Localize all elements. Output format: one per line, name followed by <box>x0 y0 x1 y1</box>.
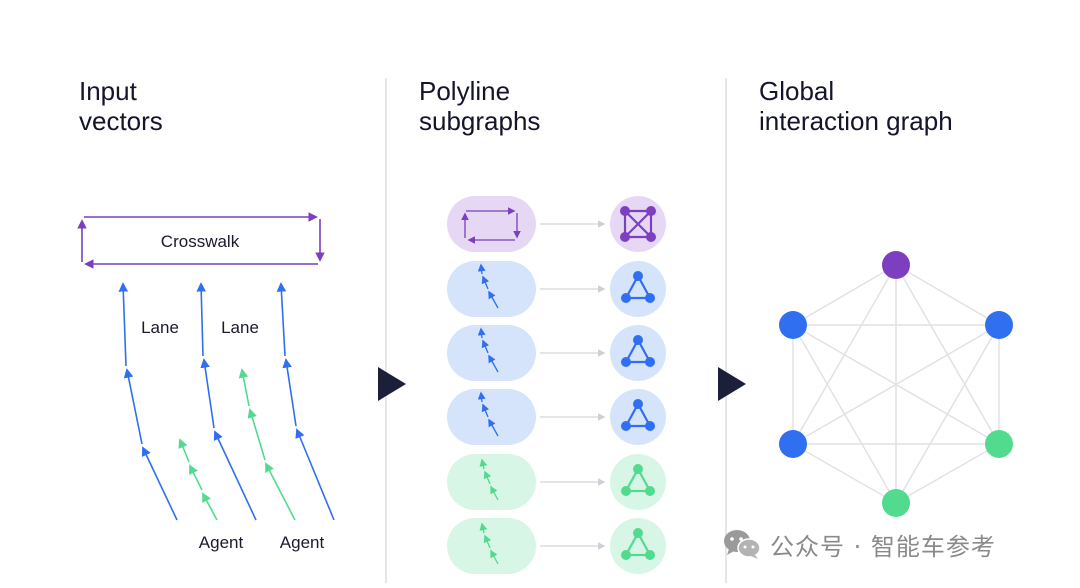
agent-polyline-mini <box>479 522 499 565</box>
subgraph-disc <box>610 454 666 510</box>
polyline-pill <box>447 518 536 574</box>
divider-1 <box>385 78 387 583</box>
watermark: 公众号 · 智能车参考 <box>722 526 996 562</box>
subgraph-row-agent-1 <box>447 454 666 510</box>
flow-arrow-2 <box>718 367 746 401</box>
polyline-pill <box>447 325 536 381</box>
graph-node-crosswalk <box>882 251 910 279</box>
subgraph-row-agent-2 <box>447 518 666 574</box>
graph-node-lane <box>985 311 1013 339</box>
graph-node-lane <box>779 430 807 458</box>
lane-polyline-1 <box>118 282 178 521</box>
global-graph-edges <box>792 264 1000 504</box>
polyline-pill <box>447 389 536 445</box>
graph-node-lane <box>779 311 807 339</box>
divider-2 <box>725 78 727 583</box>
watermark-text: 公众号 · 智能车参考 <box>770 532 996 561</box>
crosswalk-label: Crosswalk <box>161 232 240 251</box>
agent-trajectory-2 <box>238 368 296 521</box>
subgraph-row-lane-1 <box>447 261 666 317</box>
panel-title-input-vectors: Input vectors <box>79 76 163 136</box>
subgraph-row-lane-2 <box>447 325 666 381</box>
lane-polyline-3 <box>276 282 335 521</box>
subgraph-disc <box>610 325 666 381</box>
subgraph-disc <box>610 261 666 317</box>
graph-node-agent <box>882 489 910 517</box>
lane-polyline-mini <box>477 391 499 437</box>
polyline-pill <box>447 196 536 252</box>
lane-label-1: Lane <box>141 318 179 337</box>
subgraph-triangle <box>621 271 655 303</box>
subgraph-disc <box>610 518 666 574</box>
subgraph-row-lane-3 <box>447 389 666 445</box>
subgraph-disc <box>610 389 666 445</box>
panel-title-global-interaction-graph: Global interaction graph <box>759 76 953 136</box>
lane-label-2: Lane <box>221 318 259 337</box>
agent-label-1: Agent <box>199 533 244 552</box>
agent-trajectory-1 <box>178 438 218 521</box>
crosswalk-vectors <box>77 212 325 269</box>
polyline-pill <box>447 454 536 510</box>
subgraph-triangle <box>621 335 655 367</box>
subgraph-rows <box>447 196 666 574</box>
lane-polyline-2 <box>196 282 257 521</box>
lane-polyline-mini <box>477 263 499 309</box>
flow-arrow-1 <box>378 367 406 401</box>
wechat-icon <box>724 530 761 559</box>
global-graph-nodes <box>779 251 1013 517</box>
subgraph-triangle <box>621 528 655 560</box>
agent-label-2: Agent <box>280 533 325 552</box>
subgraph-complete-graph <box>620 206 656 242</box>
graph-node-agent <box>985 430 1013 458</box>
panel-title-polyline-subgraphs: Polyline subgraphs <box>419 76 541 136</box>
crosswalk-polyline <box>461 207 521 244</box>
lane-polyline-mini <box>477 327 499 373</box>
subgraph-triangle <box>621 399 655 431</box>
subgraph-triangle <box>621 464 655 496</box>
subgraph-row-crosswalk <box>447 196 666 252</box>
agent-polyline-mini <box>479 458 499 501</box>
polyline-pill <box>447 261 536 317</box>
